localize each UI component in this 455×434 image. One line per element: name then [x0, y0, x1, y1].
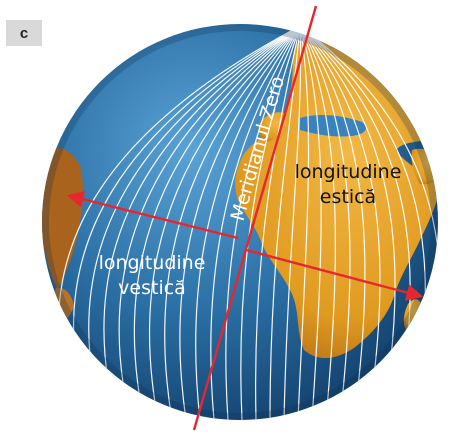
mediterranean-sea: [300, 115, 367, 137]
west-longitude-arrow: [66, 191, 239, 240]
landmass-americas: [42, 146, 84, 290]
prime-meridian-line: [192, 5, 318, 431]
west-longitude-label-line2: vestică: [118, 277, 186, 299]
east-longitude-label-line1: longitudine: [295, 161, 402, 183]
west-longitude-label-line1: longitudine: [99, 252, 206, 274]
east-longitude-arrow: [245, 248, 424, 301]
east-longitude-label-line2: estică: [320, 186, 376, 208]
panel-label: c: [6, 20, 42, 46]
